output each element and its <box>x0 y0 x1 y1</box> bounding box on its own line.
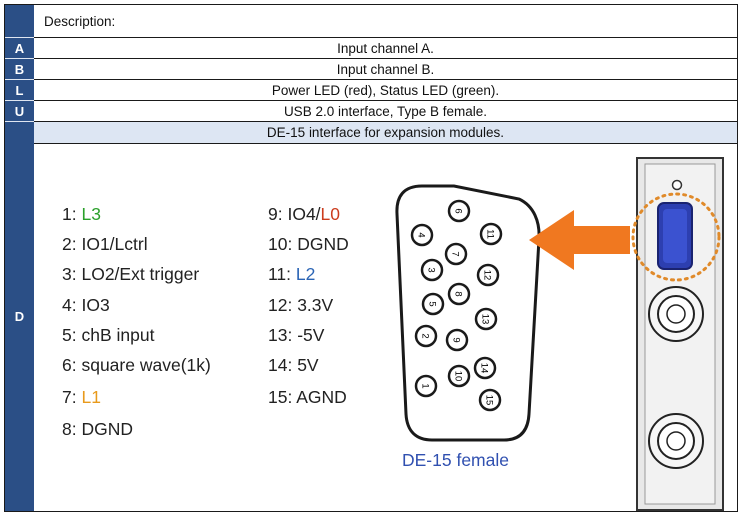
description-label: Description: <box>44 13 116 29</box>
pin-hole <box>444 242 468 266</box>
pin-14: 14: 5V <box>268 354 319 375</box>
pin-hole-number: 1 <box>420 383 431 388</box>
pin-hole <box>447 364 471 388</box>
pin-hole-number: 6 <box>453 208 464 213</box>
pin-10: 10: DGND <box>268 234 349 255</box>
header-letter-cell <box>5 5 34 38</box>
row-d: DE-15 interface for expansion modules. <box>34 122 737 144</box>
pin-5: 5: chB input <box>62 324 155 345</box>
pin-hole-number: 7 <box>450 251 461 256</box>
pin-hole-number: 9 <box>451 337 462 342</box>
pin-13: 13: -5V <box>268 324 325 345</box>
pin-7: 7: L1 <box>62 387 101 408</box>
row-b: Input channel B. <box>34 59 737 80</box>
pin-hole <box>478 388 502 412</box>
connector-label: DE-15 female <box>402 450 509 470</box>
pin-hole-number: 13 <box>480 314 491 325</box>
pin-hole <box>473 356 497 380</box>
row-letter-a: A <box>5 38 34 59</box>
pin-hole-number: 2 <box>420 333 431 338</box>
pin-3: 3: LO2/Ext trigger <box>62 264 200 285</box>
row-letter-d: D <box>5 122 34 511</box>
row-d-text: DE-15 interface for expansion modules. <box>266 125 505 140</box>
row-u-text: USB 2.0 interface, Type B female. <box>283 103 488 119</box>
pin-hole <box>421 292 445 316</box>
connector-shell <box>395 184 541 442</box>
pin-hole <box>445 328 469 352</box>
pin-8: 8: DGND <box>62 419 133 440</box>
pin-hole-number: 15 <box>484 395 495 406</box>
row-letter-u: U <box>5 101 34 122</box>
device-side-panel <box>631 157 724 511</box>
row-l-text: Power LED (red), Status LED (green). <box>271 82 500 98</box>
pin-hole-number: 5 <box>427 301 438 306</box>
row-letter-b: B <box>5 59 34 80</box>
pin-hole <box>447 282 471 306</box>
pin-hole-number: 10 <box>453 371 464 382</box>
row-l: Power LED (red), Status LED (green). <box>34 80 737 101</box>
pin-hole <box>414 324 438 348</box>
pin-hole-number: 14 <box>479 363 490 374</box>
pin-hole <box>420 258 444 282</box>
header-row: Description: <box>34 5 737 38</box>
pin-12: 12: 3.3V <box>268 294 334 315</box>
pin-11: 11: L2 <box>268 264 316 285</box>
pin-hole <box>447 199 471 223</box>
pin-list-left: 1: L3 2: IO1/Lctrl 3: LO2/Ext trigger 4:… <box>62 199 211 445</box>
row-a: Input channel A. <box>34 38 737 59</box>
pin-list-right: 9: IO4/L0 10: DGND 11: L2 12: 3.3V 13: -… <box>268 199 349 412</box>
pin-2: 2: IO1/Lctrl <box>62 234 148 255</box>
row-b-text: Input channel B. <box>336 61 435 77</box>
de15-pinout-figure: 1: L3 2: IO1/Lctrl 3: LO2/Ext trigger 4:… <box>34 144 737 511</box>
pin-hole <box>410 223 434 247</box>
row-letter-l: L <box>5 80 34 101</box>
description-table: Description: A Input channel A. B Input … <box>4 4 738 512</box>
pin-hole-number: 12 <box>482 270 493 281</box>
pin-4: 4: IO3 <box>62 294 110 315</box>
pin-15: 15: AGND <box>268 387 347 408</box>
arrow-icon <box>529 210 630 270</box>
row-a-text: Input channel A. <box>337 40 434 56</box>
pin-6: 6: square wave(1k) <box>62 354 211 375</box>
pin-hole-number: 11 <box>485 229 496 239</box>
pin-hole <box>474 307 498 331</box>
pin-hole-number: 4 <box>416 232 427 237</box>
pin-hole <box>414 374 438 398</box>
highlight-circle <box>631 192 721 282</box>
pin-hole-number: 3 <box>426 267 437 272</box>
row-u: USB 2.0 interface, Type B female. <box>34 101 737 122</box>
pin-hole-number: 8 <box>453 291 464 296</box>
pin-hole <box>479 222 503 246</box>
pin-9: 9: IO4/L0 <box>268 204 341 224</box>
pin-hole <box>476 263 500 287</box>
pin-1: 1: L3 <box>62 204 101 224</box>
